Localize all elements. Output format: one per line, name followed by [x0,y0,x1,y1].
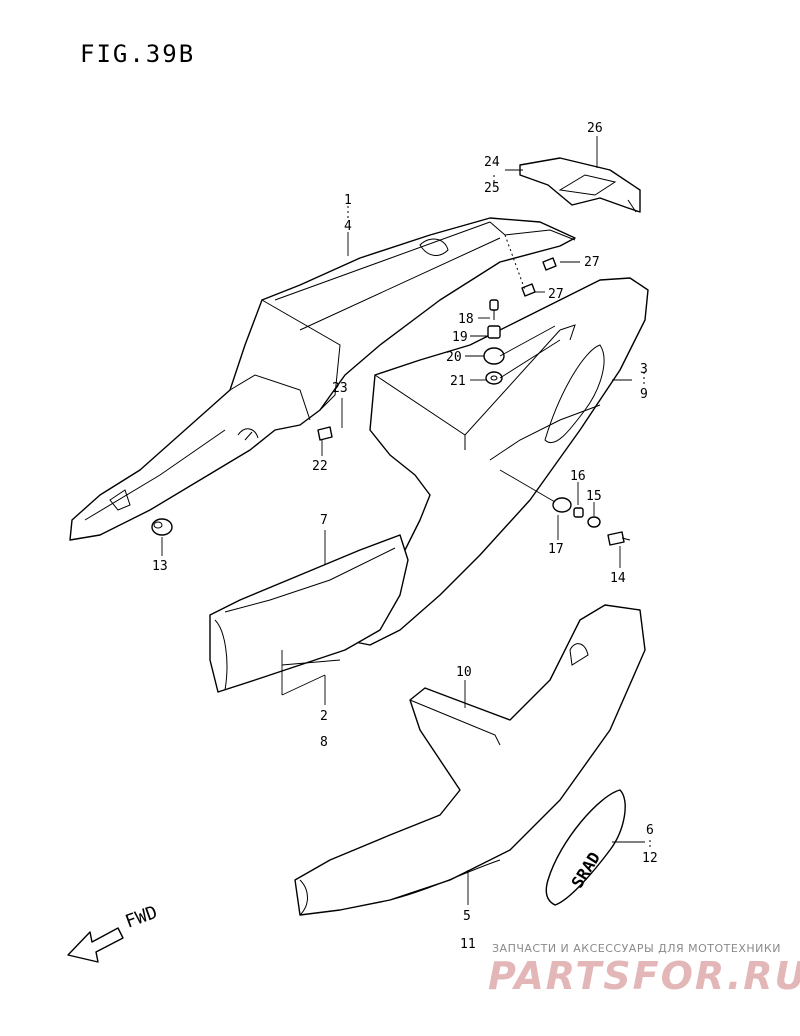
callout-9: 9 [640,387,648,402]
callout-26: 26 [587,121,603,136]
callout-15: 15 [586,489,602,504]
callout-8: 8 [320,735,328,750]
side-cover-main [344,277,649,646]
callout-7: 7 [320,513,328,528]
callout-3: 3 [640,362,648,377]
callout-5: 5 [463,909,471,924]
fwd-arrow-icon: FWD [67,902,161,963]
callout-23: 23 [332,381,348,396]
tail-end-piece [519,157,641,213]
watermark-caption: ЗАПЧАСТИ И АКСЕССУАРЫ ДЛЯ МОТОТЕХНИКИ [492,942,781,955]
callout-10: 10 [456,665,472,680]
hardware [151,257,631,546]
lower-side-cover [294,604,646,916]
seat-tail-cover [69,217,576,541]
callout-22: 22 [312,459,328,474]
srad-emblem: SRAD [545,789,626,906]
callout-25: 25 [484,181,500,196]
callout-27-lower: 27 [548,287,564,302]
callout-17: 17 [548,542,564,557]
callout-6: 6 [646,823,654,838]
callout-12: 12 [642,851,658,866]
callout-27-upper: 27 [584,255,600,270]
lower-panel-left [209,534,409,693]
callout-21: 21 [450,374,466,389]
callout-20: 20 [446,350,462,365]
callout-24: 24 [484,155,500,170]
callout-16: 16 [570,469,586,484]
callout-14: 14 [610,571,626,586]
callout-13: 13 [152,559,168,574]
callout-labels: 1 4 24 25 26 27 27 18 19 20 21 3 9 23 22… [152,121,658,952]
leader-lines [161,136,651,905]
callout-18: 18 [458,312,474,327]
fwd-label: FWD [123,902,161,933]
watermark-brand: PARTSFOR.RU [488,954,800,998]
callout-2: 2 [320,709,328,724]
callout-4: 4 [344,219,352,234]
callout-1: 1 [344,193,352,208]
figure-title: FIG.39B [80,40,196,68]
callout-11: 11 [460,937,476,952]
callout-19: 19 [452,330,468,345]
